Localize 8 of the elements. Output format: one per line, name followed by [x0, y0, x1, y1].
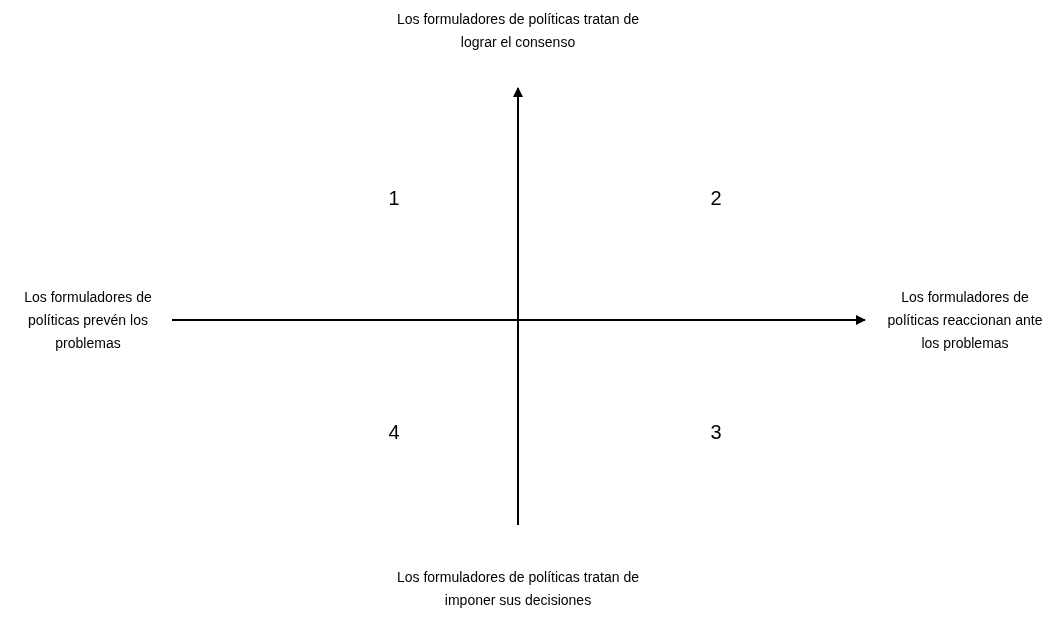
axis-label: Los formuladores de políticas reaccionan ante los problemas	[886, 288, 1044, 353]
quadrant-number: 3	[709, 420, 723, 444]
axis-label: Los formuladores de políticas prevén los problemas	[23, 288, 153, 353]
quadrant-number: 4	[387, 420, 401, 444]
quadrant-number: 2	[709, 186, 723, 210]
quadrant-number: 1	[387, 186, 401, 210]
axis-label: Los formuladores de políticas tratan de lograr el consenso	[396, 10, 640, 52]
axis-label: Los formuladores de políticas tratan de imponer sus decisiones	[396, 568, 640, 610]
